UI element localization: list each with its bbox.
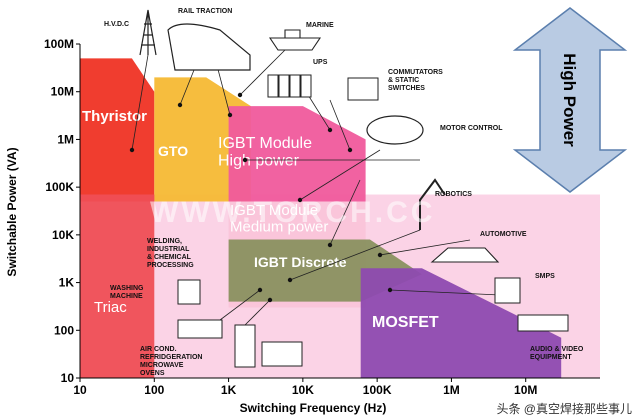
y-tick-label-6: 10M: [51, 85, 74, 99]
leader-dot-7: [327, 242, 333, 248]
x-tick-label-4: 100K: [363, 383, 392, 397]
motor-icon: [366, 115, 424, 145]
x-tick-label-0: 10: [73, 383, 87, 397]
refrigerator-icon: [234, 324, 256, 368]
leader-line-6: [299, 149, 381, 201]
y-axis-title: Switchable Power (VA): [5, 147, 19, 276]
y-tick-label-2: 1K: [59, 276, 75, 290]
footer-note: 头条 @真空焊接那些事儿: [496, 401, 632, 416]
x-tick-label-3: 10K: [292, 383, 314, 397]
high-power-label: High Power: [560, 53, 579, 147]
leader-line-10: [379, 239, 471, 256]
ups-cabinet-icon-0: [267, 74, 279, 98]
ship-icon: [268, 29, 322, 51]
leader-line-12: [219, 289, 261, 321]
ups-cabinet-icon-1: [278, 74, 290, 98]
region-mosfet-6: [360, 268, 562, 378]
region-label-1: GTO: [158, 143, 188, 159]
air-conditioner-icon: [177, 319, 223, 339]
smps-icon: [494, 277, 521, 304]
x-tick-label-6: 10M: [514, 383, 537, 397]
region-thyristor-0: [80, 58, 155, 202]
application-label-h-v-d-c: H.V.D.C: [104, 21, 129, 28]
high-power-arrow-icon: [512, 7, 628, 193]
train-icon: [167, 23, 251, 71]
region-triac-5: [80, 194, 155, 378]
y-tick-label-3: 10K: [52, 228, 74, 242]
x-axis-title: Switching Frequency (Hz): [240, 401, 387, 415]
y-tick-label-5: 1M: [57, 132, 74, 146]
leader-line-3: [239, 44, 291, 96]
leader-dot-1: [177, 102, 183, 108]
leader-dot-0: [129, 147, 135, 153]
watermark-text: WWW.TORCH.CC: [150, 196, 435, 229]
application-label-motor-control: MOTOR CONTROL: [440, 125, 503, 132]
leader-line-0: [131, 54, 149, 151]
microwave-icon: [261, 341, 303, 367]
leader-line-11: [389, 289, 501, 296]
y-tick-label-7: 100M: [44, 37, 74, 51]
x-tick-label-1: 100: [144, 383, 164, 397]
x-tick-label-5: 1M: [443, 383, 460, 397]
video-recorder-icon: [517, 314, 569, 332]
y-tick-label-0: 10: [61, 371, 75, 385]
region-label-6: MOSFET: [372, 314, 439, 331]
leader-dot-4: [327, 127, 333, 133]
leader-line-7: [329, 179, 361, 246]
application-label-smps: SMPS: [535, 273, 555, 280]
leader-dot-3: [237, 92, 243, 98]
region-label-0: Thyristor: [82, 108, 147, 125]
leader-dot-13: [267, 297, 273, 303]
leader-line-5: [329, 99, 351, 151]
ups-cabinet-icon-2: [289, 74, 301, 98]
region-gto-1: [154, 77, 251, 202]
application-label-ups: UPS: [313, 59, 328, 66]
application-label-marine: MARINE: [306, 22, 334, 29]
region-label-5: Triac: [94, 299, 127, 316]
y-tick-label-4: 100K: [45, 180, 74, 194]
car-icon: [430, 247, 500, 263]
robot-icon: [419, 178, 446, 230]
washing-machine-icon: [177, 279, 201, 305]
y-tick-label-1: 100: [54, 323, 74, 337]
leader-dot-6: [297, 197, 303, 203]
leader-dot-8: [242, 157, 248, 163]
ups-cabinet-icon-3: [300, 74, 312, 98]
leader-dot-2: [227, 112, 233, 118]
leader-dot-9: [287, 277, 293, 283]
switch-box-icon: [347, 77, 379, 101]
x-tick-label-2: 1K: [221, 383, 237, 397]
application-label-robotics: ROBOTICS: [435, 191, 472, 198]
leader-line-9: [289, 229, 421, 281]
leader-dot-5: [347, 147, 353, 153]
application-label-automotive: AUTOMOTIVE: [480, 231, 527, 238]
pylon-icon: [139, 9, 157, 56]
leader-dot-11: [387, 287, 393, 293]
region-label-4: IGBT Discrete: [254, 254, 347, 270]
application-label-rail-traction: RAIL TRACTION: [178, 8, 232, 15]
leader-dot-12: [257, 287, 263, 293]
leader-dot-10: [377, 252, 383, 258]
